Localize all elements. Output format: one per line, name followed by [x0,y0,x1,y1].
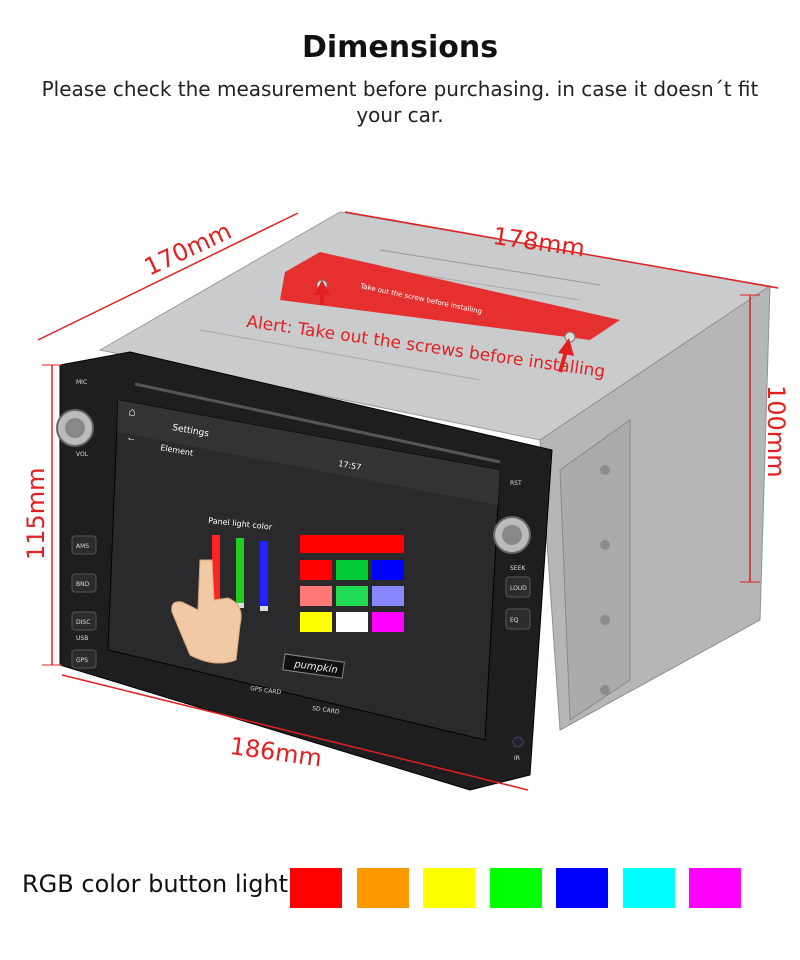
screen-time: 17:57 [338,459,362,472]
slider-fill [260,541,268,606]
right-button-label: RST [510,480,522,487]
rgb-swatch [290,868,342,908]
status-bar [117,400,500,505]
slider-fill [236,538,244,603]
palette-swatch[interactable] [300,612,332,632]
screw-2 [564,331,576,343]
right-button[interactable] [505,576,531,598]
left-button-label: DISC [76,619,90,626]
ir-sensor [512,736,524,748]
dim-label-115: 115mm [22,467,50,560]
palette-swatch[interactable] [336,612,368,632]
left-button-column: MIC VOL AMS BND DISC GPS USB [71,379,97,669]
rgb-swatch [489,868,542,908]
sd-card-slot-label: SD CARD [312,705,341,716]
right-button-column: RST SEEK LOUD EQ [505,480,531,630]
rgb-swatch [689,868,741,908]
palette-swatch[interactable] [300,586,332,606]
home-icon: ⌂ [127,404,137,419]
right-button-label: LOUD [510,585,527,592]
slider-fill [212,535,220,600]
left-button-label: AMS [76,543,89,550]
page-subtitle: Please check the measurement before purc… [41,77,759,127]
ir-label: IR [514,755,520,762]
palette-swatch[interactable] [336,586,368,606]
gps-card-slot-label: GPS CARD [250,685,282,696]
left-button-label: GPS [76,657,88,664]
rgb-label: RGB color button light [22,870,289,898]
dim-line-depth-left [37,212,299,341]
palette-swatch[interactable] [372,560,404,580]
palette-swatch[interactable] [300,535,404,553]
left-button-label: MIC [76,379,87,386]
palette-swatch[interactable] [372,586,404,606]
left-button-label: BND [76,581,90,588]
palette-swatch[interactable] [372,612,404,632]
rgb-swatch [356,868,409,908]
color-palette [300,535,404,632]
page-title: Dimensions [301,30,499,65]
left-button[interactable] [71,611,97,631]
dim-line-depth-top [344,211,779,289]
right-button-label: EQ [510,617,519,624]
palette-swatch[interactable] [336,560,368,580]
right-button[interactable] [505,608,531,630]
warning-sticker [280,252,620,340]
brand-badge [282,653,345,679]
right-button-label: SEEK [510,565,526,572]
left-button[interactable] [71,535,97,555]
palette-swatch[interactable] [300,560,332,580]
left-button-label: VOL [76,451,89,458]
left-button-label: USB [76,635,88,642]
rgb-swatch [622,868,675,908]
dim-line-width-bottom [61,674,529,791]
rgb-swatch [423,868,475,908]
rgb-swatch [556,868,608,908]
color-sliders [212,535,268,611]
dim-label-100: 100mm [762,385,790,478]
back-arrow-icon: ← [125,432,137,445]
left-button[interactable] [71,573,97,593]
mounting-bracket [559,419,631,721]
left-button[interactable] [71,649,97,669]
finger-icon [171,559,242,664]
disc-slot [134,382,501,464]
